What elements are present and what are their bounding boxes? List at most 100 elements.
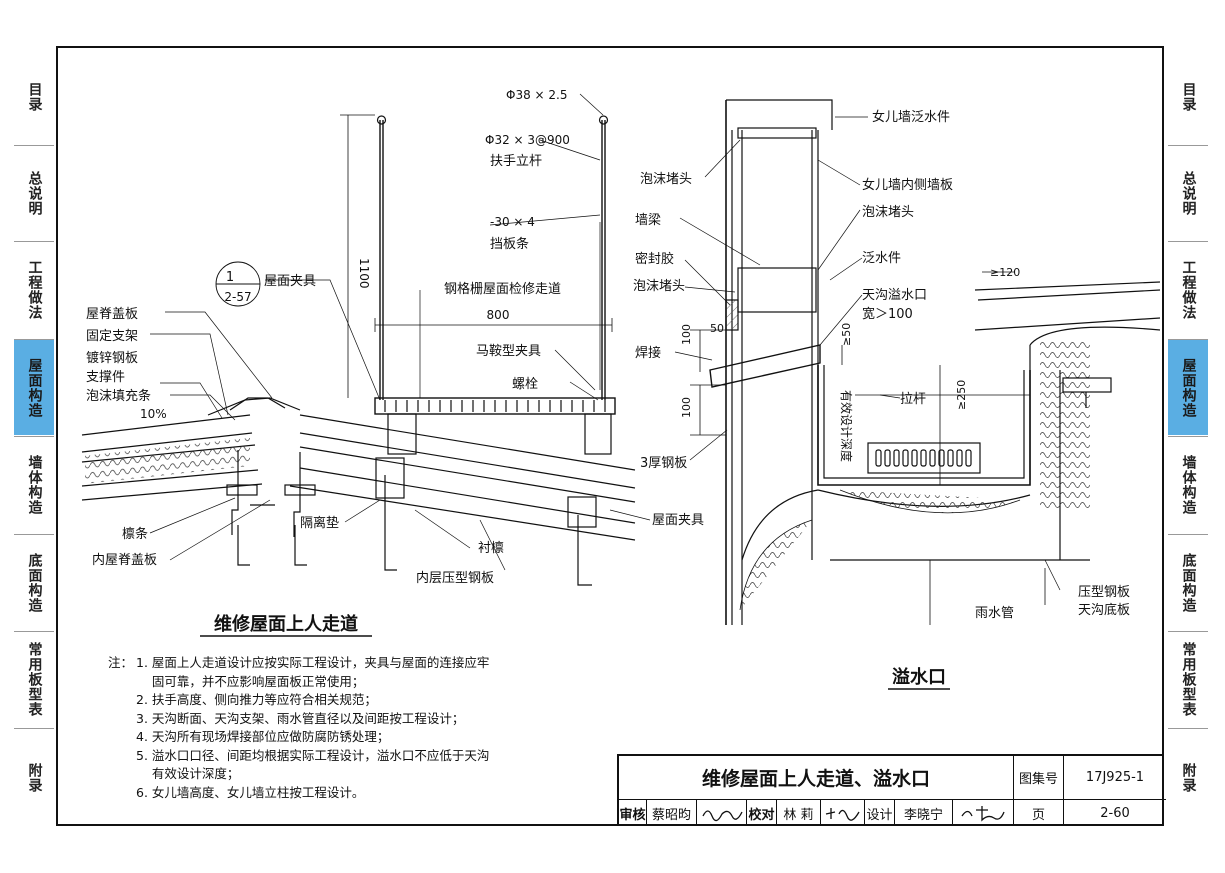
label-rail-pipe: Φ38 × 2.5 <box>506 88 567 102</box>
right-tab-3[interactable]: 工程做法 <box>1180 260 1197 320</box>
right-tab-8[interactable]: 附录 <box>1180 762 1197 793</box>
label-roof-clamp-bottom: 屋面夹具 <box>652 513 704 528</box>
label-wall-beam: 墙梁 <box>635 213 661 228</box>
left-tab-6[interactable]: 底面构造 <box>26 552 43 613</box>
left-tab-8[interactable]: 附录 <box>26 762 43 793</box>
label-grating-walkway: 钢格栅屋面检修走道 <box>444 281 561 297</box>
label-saddle-clamp: 马鞍型夹具 <box>476 343 541 359</box>
label-flashing: 泛水件 <box>862 251 901 266</box>
note-line: 5. 溢水口口径、间距均根据实际工程设计，溢水口不应低于天沟 <box>136 747 490 763</box>
reviewer-signature <box>697 800 747 826</box>
design-label: 设计 <box>865 800 895 826</box>
label-inner-ridge-cap: 内屋脊盖板 <box>92 552 157 568</box>
label-dim-50b: ≥50 <box>840 323 853 346</box>
grille-slot <box>902 449 909 467</box>
label-overflow-1: 天沟溢水口 <box>862 288 927 303</box>
label-post-name: 扶手立杆 <box>490 154 542 169</box>
note-line: 固可靠，并不应影响屋面板正常使用； <box>136 673 365 689</box>
detail-ref-bottom: 2-57 <box>224 290 251 304</box>
walkway-diagram <box>81 93 651 637</box>
label-parapet-inner-panel: 女儿墙内侧墙板 <box>862 177 953 193</box>
left-tab-1[interactable]: 目录 <box>26 82 43 112</box>
left-tab-separator <box>14 631 54 632</box>
grille-slot <box>884 449 891 467</box>
note-line: 6. 女儿墙高度、女儿墙立柱按工程设计。 <box>136 784 365 800</box>
label-gutter-bottom-2: 天沟底板 <box>1078 602 1130 618</box>
left-tab-separator <box>14 339 54 340</box>
grille-slot <box>938 449 945 467</box>
left-tab-4[interactable]: 屋面构造 <box>14 340 54 435</box>
label-height-dim: 1100 <box>357 258 371 289</box>
label-spacer: 隔离垫 <box>300 515 339 531</box>
checker-name: 林 莉 <box>777 800 821 826</box>
label-galvanized-support-2: 支撑件 <box>86 370 125 385</box>
right-tab-1[interactable]: 目录 <box>1180 82 1197 112</box>
label-galvanized-support-1: 镀锌钢板 <box>86 350 138 366</box>
designer-name: 李晓宁 <box>895 800 953 826</box>
checker-signature <box>821 800 865 826</box>
left-tab-separator <box>14 241 54 242</box>
label-foam-plug-2: 泡沫堵头 <box>862 205 914 220</box>
label-roof-clamp-top: 屋面夹具 <box>264 274 316 289</box>
walkway-title: 维修屋面上人走道 <box>214 613 358 635</box>
overflow-title: 溢水口 <box>892 666 946 688</box>
reviewer-name: 蔡昭昀 <box>647 800 697 826</box>
label-tie-rod: 拉杆 <box>900 392 926 407</box>
overflow-labels: 女儿墙泛水件 泡沫堵头 女儿墙内侧墙板 墙梁 泡沫堵头 密封胶 泛水件 泡沫堵头… <box>633 109 1130 688</box>
label-dim-50a: 50 <box>710 322 724 335</box>
designer-signature <box>953 800 1014 826</box>
right-tab-separator <box>1168 241 1208 242</box>
right-tab-separator <box>1168 145 1208 146</box>
left-tab-separator <box>14 436 54 437</box>
grille-slot <box>929 449 936 467</box>
right-tab-2[interactable]: 总说明 <box>1180 170 1197 216</box>
label-ridge-cap: 屋脊盖板 <box>86 307 138 322</box>
drawing-frame <box>56 46 1164 826</box>
grille-slot <box>965 449 972 467</box>
label-plate-3: 3厚钢板 <box>640 456 687 471</box>
check-label: 校对 <box>747 800 777 826</box>
label-kick-plate-name: 挡板条 <box>490 236 529 252</box>
title-block: 维修屋面上人走道、溢水口 图集号 17J925-1 审核 蔡昭昀 校对 林 莉 … <box>617 754 1166 826</box>
label-width-dim: 800 <box>487 308 510 322</box>
grille-slot <box>947 449 954 467</box>
grille-slot <box>920 449 927 467</box>
right-tab-separator <box>1168 436 1208 437</box>
detail-ref-top: 1 <box>226 270 234 285</box>
right-tab-6[interactable]: 底面构造 <box>1180 552 1197 613</box>
label-post-pipe: Φ32 × 3@900 <box>485 133 570 147</box>
note-line: 1. 屋面上人走道设计应按实际工程设计，夹具与屋面的连接应牢 <box>136 655 490 670</box>
left-tab-3[interactable]: 工程做法 <box>26 260 43 320</box>
notes-items: 1. 屋面上人走道设计应按实际工程设计，夹具与屋面的连接应牢 固可靠，并不应影响… <box>136 654 489 802</box>
label-dim-120: ≥120 <box>990 266 1020 279</box>
label-sealant: 密封胶 <box>635 251 674 267</box>
left-tab-7[interactable]: 常用板型表 <box>26 642 43 717</box>
label-purlin: 檩条 <box>122 526 148 542</box>
page-label: 页 <box>1014 800 1064 826</box>
notes-block: 注： 1. 屋面上人走道设计应按实际工程设计，夹具与屋面的连接应牢 固可靠，并不… <box>108 654 598 802</box>
right-tab-separator <box>1168 728 1208 729</box>
label-parapet-flashing: 女儿墙泛水件 <box>872 109 950 125</box>
atlas-label: 图集号 <box>1014 756 1064 800</box>
right-tab-separator <box>1168 534 1208 535</box>
note-line: 有效设计深度； <box>136 766 240 781</box>
grille-slot <box>911 449 918 467</box>
note-line: 4. 天沟所有现场焊接部位应做防腐防锈处理； <box>136 729 390 744</box>
label-fixed-bracket: 固定支架 <box>86 329 138 344</box>
label-sub-purlin: 衬檩 <box>478 541 504 556</box>
right-tab-7[interactable]: 常用板型表 <box>1180 642 1197 717</box>
grille-slot <box>956 449 963 467</box>
left-tab-2[interactable]: 总说明 <box>26 170 43 216</box>
atlas-number: 17J925-1 <box>1064 756 1166 800</box>
label-gutter-bottom-1: 压型钢板 <box>1078 585 1130 600</box>
right-tab-4[interactable]: 屋面构造 <box>1168 340 1208 435</box>
label-slope: 10% <box>140 407 167 421</box>
label-effective-depth: 有效设计深度 <box>839 390 854 462</box>
walkway-labels: 1 2-57 屋面夹具 屋脊盖板 固定支架 镀锌钢板 支撑件 泡沫填充条 10%… <box>86 88 704 635</box>
label-dim-250: ≥250 <box>955 380 968 410</box>
left-tab-separator <box>14 728 54 729</box>
left-tab-5[interactable]: 墙体构造 <box>26 455 43 515</box>
right-tab-5[interactable]: 墙体构造 <box>1180 455 1197 515</box>
label-weld: 焊接 <box>635 345 661 361</box>
right-tab-separator <box>1168 339 1208 340</box>
